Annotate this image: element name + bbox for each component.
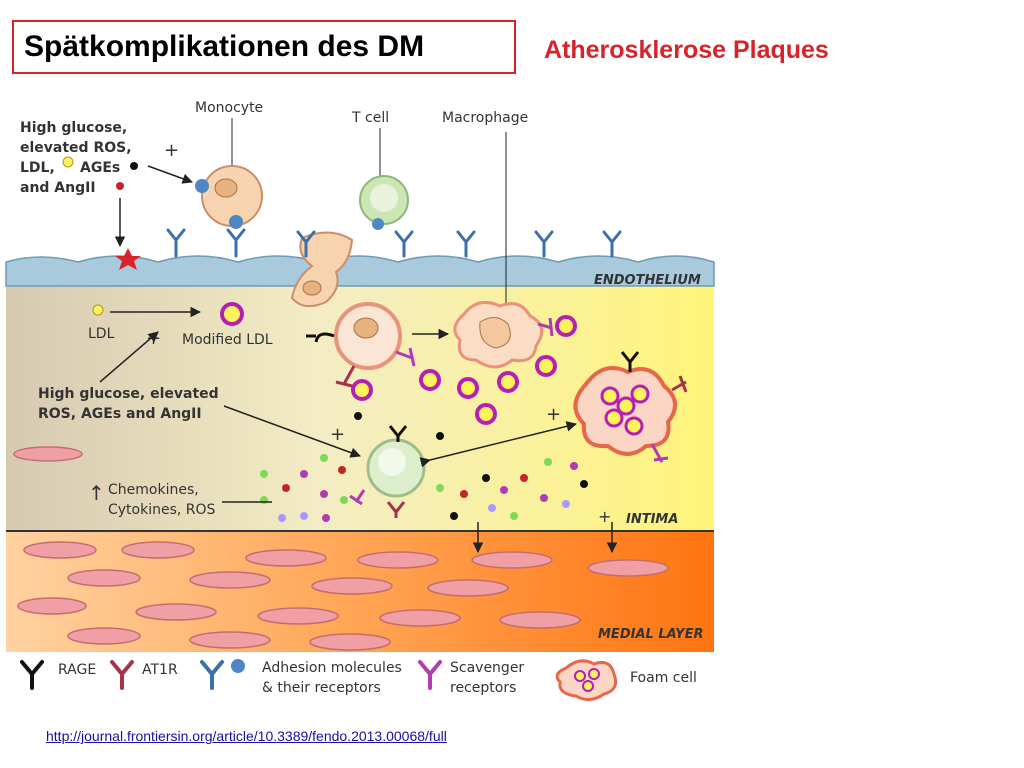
stimulus-mid: High glucose, elevated ROS, AGEs and Ang… bbox=[38, 386, 219, 422]
svg-text:High glucose,: High glucose, bbox=[20, 120, 127, 136]
modified-ldl-particles bbox=[351, 355, 557, 425]
legend-rage: RAGE bbox=[58, 662, 96, 678]
cytokine-particles bbox=[260, 412, 588, 522]
modified-ldl-label: Modified LDL bbox=[182, 332, 273, 348]
page-subtitle: Atherosklerose Plaques bbox=[544, 36, 829, 64]
endothelial-receptors bbox=[166, 228, 622, 258]
legend-adhesion: Adhesion molecules bbox=[262, 660, 402, 676]
svg-text:High glucose, elevated: High glucose, elevated bbox=[38, 386, 219, 402]
svg-text:and AngII: and AngII bbox=[20, 180, 96, 196]
svg-text:+: + bbox=[546, 404, 561, 425]
legend: RAGE AT1R Adhesion molecules & their rec… bbox=[20, 659, 697, 701]
endothelial-damage-icon bbox=[115, 248, 141, 270]
smooth-muscle-cells bbox=[13, 446, 669, 651]
svg-text:+: + bbox=[330, 424, 345, 445]
adhesion-icon bbox=[200, 660, 224, 690]
ldl-label: LDL bbox=[88, 326, 115, 342]
rage-icon bbox=[20, 660, 44, 690]
chemokines-arrow: ↑ bbox=[88, 481, 105, 505]
svg-text:Cytokines, ROS: Cytokines, ROS bbox=[108, 502, 216, 518]
legend-scavenger: Scavenger bbox=[450, 660, 524, 676]
legend-at1r: AT1R bbox=[142, 662, 178, 678]
macrophage-label: Macrophage bbox=[442, 110, 528, 126]
page-title: Spätkomplikationen des DM bbox=[24, 30, 425, 63]
svg-text:+: + bbox=[164, 140, 179, 161]
svg-text:+: + bbox=[598, 507, 611, 526]
modified-ldl-icon bbox=[220, 302, 244, 326]
endothelium-label: ENDOTHELIUM bbox=[594, 273, 701, 288]
svg-text:elevated ROS,: elevated ROS, bbox=[20, 140, 132, 156]
legend-foam-cell: Foam cell bbox=[630, 670, 697, 686]
medial-label: MEDIAL LAYER bbox=[598, 627, 703, 642]
atherosclerosis-diagram: ENDOTHELIUM INTIMA MEDIAL LAYER High glu… bbox=[5, 100, 715, 701]
svg-text:Chemokines,: Chemokines, bbox=[108, 482, 199, 498]
scavenger-icon bbox=[418, 660, 442, 690]
svg-text:receptors: receptors bbox=[450, 680, 516, 696]
chemokines-label: Chemokines, Cytokines, ROS bbox=[108, 482, 216, 518]
foam-cell-icon bbox=[555, 659, 618, 701]
svg-text:& their receptors: & their receptors bbox=[262, 680, 381, 696]
svg-text:ROS, AGEs and AngII: ROS, AGEs and AngII bbox=[38, 406, 202, 422]
svg-text:LDL,: LDL, bbox=[20, 160, 55, 176]
stimulus-top: High glucose, elevated ROS, LDL, AGEs an… bbox=[20, 120, 132, 196]
intima-label: INTIMA bbox=[626, 512, 678, 527]
title-box: Spätkomplikationen des DM bbox=[12, 20, 516, 74]
at1r-icon bbox=[110, 660, 134, 690]
source-link[interactable]: http://journal.frontiersin.org/article/1… bbox=[46, 728, 447, 744]
monocyte-label: Monocyte bbox=[195, 100, 263, 116]
svg-text:+: + bbox=[146, 328, 161, 349]
t-cell-label: T cell bbox=[351, 110, 389, 126]
svg-text:AGEs: AGEs bbox=[80, 160, 120, 176]
